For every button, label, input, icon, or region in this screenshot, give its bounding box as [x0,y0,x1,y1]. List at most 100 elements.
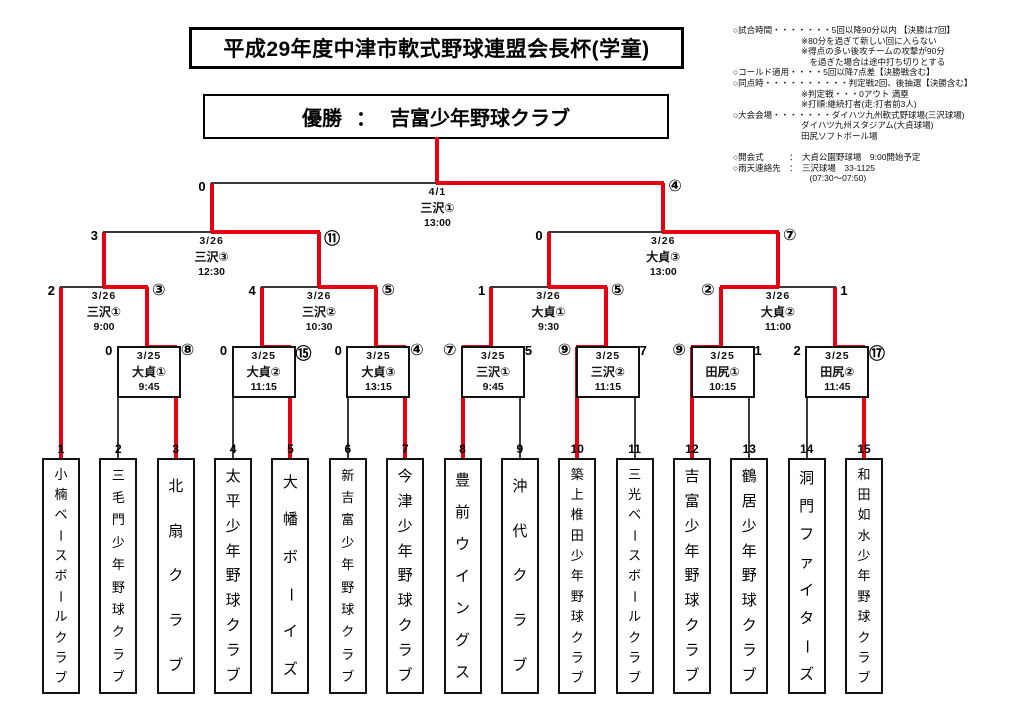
team-box: 太平少年野球クラブ [214,458,253,694]
team-name-char: ラ [628,649,642,665]
score-left: ② [701,282,715,299]
team-name-char: 野 [225,567,241,585]
match-time: 9:45 [138,381,160,393]
winner-path [318,285,378,289]
team-name-char: ク [512,567,528,585]
winner-path [103,285,149,289]
team-name-char: 球 [857,609,871,625]
team-name-char: ラ [570,649,584,665]
champion-line [435,137,440,183]
team-line [173,347,178,458]
team-name-char: ー [798,638,816,654]
team-name-char: 太 [225,467,241,485]
score-right: ⑪ [324,231,341,248]
team-name-char: ス [54,548,68,564]
champion-name: 吉富少年野球クラブ [390,108,570,130]
match-venue: 三沢③ [194,250,229,264]
team-name-char: ク [341,624,355,640]
team-seed: 5 [287,442,294,456]
team-name-char: 和 [857,466,871,482]
team-name-char: ラ [168,612,184,630]
team-name-char: 田 [570,527,584,543]
match-time: 9:30 [538,321,560,333]
winner-path [317,232,322,287]
team-name-char: 代 [512,522,528,540]
team-name-char: ズ [282,660,298,678]
team-line [862,347,867,458]
match-venue: 大貞③ [646,250,681,264]
tournament-notes: ○試合時間・・・・・・・5回以降90分以内 【決勝は7回】 ※80分を過ぎて新し… [733,25,1023,184]
team-name-char: ク [741,617,757,635]
team-name-char: 上 [570,487,584,503]
team-seed: 7 [401,442,409,456]
notes-line [733,142,1023,153]
team-line [748,347,751,458]
match-venue: 三沢① [476,365,511,379]
match-venue: 三沢① [420,201,455,215]
score-right: ⑤ [610,282,625,299]
team-box: 和田如水少年野球クラブ [845,458,884,694]
match-date: 3/25 [710,350,735,362]
team-line [805,347,808,458]
team-name-char: ー [281,587,299,603]
team-line [518,347,521,458]
score-left: ⑨ [672,342,686,359]
match-time: 12:30 [198,266,225,278]
team-name-char: 年 [397,542,413,560]
team-name-char: ー [627,589,643,603]
team-box: 新吉富少年野球クラブ [328,458,367,694]
match-date: 3/26 [651,235,676,247]
team-name-char: ブ [684,666,700,684]
score-left: 3 [90,228,99,243]
team-name-char: ブ [512,657,528,675]
team-name-char: 球 [397,592,413,610]
team-name-char: 田 [857,487,871,503]
team-name-char: フ [799,525,815,543]
team-name-char: ァ [799,553,815,571]
team-name-char: ブ [628,670,642,686]
team-seed: 10 [570,442,584,456]
team-name-char: ボ [628,568,642,584]
team-name-char: 平 [225,492,241,510]
winner-path [603,287,608,347]
score-right: 7 [639,343,647,358]
team-box: 鶴居少年野球クラブ [730,458,769,694]
match-date: 3/26 [306,290,332,302]
match-venue: 大貞③ [361,365,396,379]
match-venue: 田尻① [705,365,740,379]
match-time: 13:00 [423,217,451,229]
team-name-char: ク [857,629,871,645]
team-name-char: イ [455,567,471,585]
score-left: 1 [477,283,486,298]
match-date: 3/25 [251,350,276,362]
match-venue: 三沢① [86,305,122,319]
champion-box: 優勝 ： 吉富少年野球クラブ [203,94,669,139]
match-label: 4/1 三沢① 13:00 [392,186,482,229]
winner-path [210,230,321,234]
winner-path [833,287,838,347]
team-name-char: 門 [111,512,125,528]
score-left: 0 [219,343,228,358]
score-left: 2 [47,283,55,298]
match-date: 3/26 [199,235,224,247]
team-name-char: ク [54,629,68,645]
match-time: 9:00 [93,321,115,333]
team-line [575,347,580,458]
team-box: 大幡ボーイズ [271,458,310,694]
team-name-char: 球 [111,602,125,618]
match-date: 4/1 [428,186,447,198]
team-name-char: 野 [741,567,757,585]
match-venue: 三沢② [302,305,337,319]
team-name-char: タ [799,609,815,627]
match-date: 3/25 [480,350,506,362]
notes-line: ○雨天連絡先 ： 三沢球場 33-1125 [733,162,875,173]
team-name-char: ー [53,528,69,542]
team-name-char: ラ [741,642,757,660]
match-venue: 大貞① [131,365,167,379]
team-seed: 15 [857,442,871,456]
winner-path [489,287,494,347]
